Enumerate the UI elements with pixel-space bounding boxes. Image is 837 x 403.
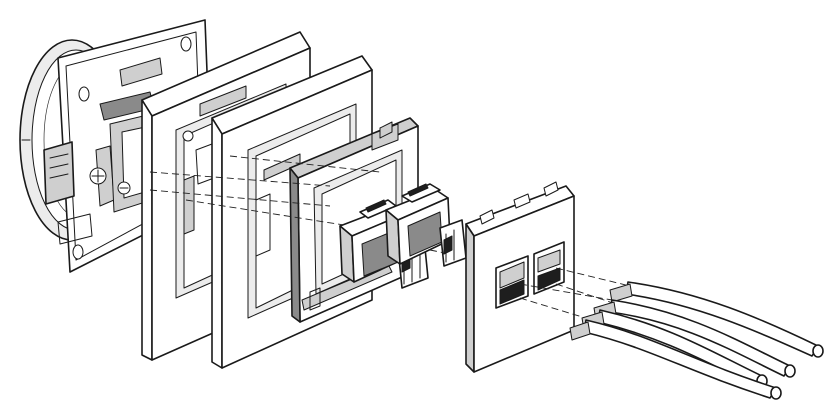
- front-cover-plate: [465, 181, 575, 373]
- network-cables: [569, 281, 824, 400]
- cable-guide-lines: [519, 267, 631, 321]
- rj45-jack-right: [385, 183, 467, 267]
